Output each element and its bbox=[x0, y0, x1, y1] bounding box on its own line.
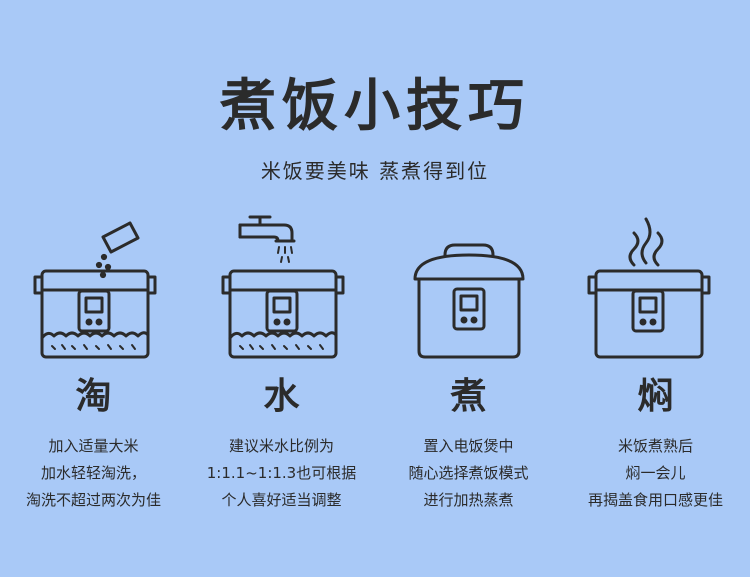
desc-line: 随心选择煮饭模式 bbox=[408, 464, 529, 482]
step-water: 水 建议米水比例为 1:1.1~1:1.3也可根据 个人喜好适当调整 bbox=[188, 205, 375, 525]
desc-line: 米饭煮熟后 bbox=[617, 437, 693, 455]
rice-cooker-icon bbox=[413, 243, 525, 359]
page-title: 煮饭小技巧 bbox=[220, 74, 530, 139]
desc-line: 再揭盖食用口感更佳 bbox=[587, 491, 723, 509]
page-subtitle: 米饭要美味 蒸煮得到位 bbox=[260, 159, 490, 183]
desc-line: 淘洗不超过两次为佳 bbox=[25, 491, 161, 509]
step-description: 米饭煮熟后 焖一会儿 再揭盖食用口感更佳 bbox=[562, 433, 749, 514]
rice-washing-icon bbox=[33, 221, 157, 359]
desc-line: 1:1.1~1:1.3也可根据 bbox=[206, 464, 357, 482]
step-cook: 煮 置入电饭煲中 随心选择煮饭模式 进行加热蒸煮 bbox=[375, 205, 562, 525]
steaming-pot-icon bbox=[587, 217, 711, 359]
step-title: 焖 bbox=[637, 376, 674, 417]
desc-line: 加水轻轻淘洗， bbox=[40, 464, 146, 482]
desc-line: 置入电饭煲中 bbox=[423, 437, 514, 455]
step-description: 置入电饭煲中 随心选择煮饭模式 进行加热蒸煮 bbox=[375, 433, 562, 514]
water-tap-icon bbox=[221, 215, 345, 359]
desc-line: 加入适量大米 bbox=[48, 437, 139, 455]
step-description: 加入适量大米 加水轻轻淘洗， 淘洗不超过两次为佳 bbox=[0, 433, 187, 514]
step-wash: 淘 加入适量大米 加水轻轻淘洗， 淘洗不超过两次为佳 bbox=[0, 205, 187, 525]
step-description: 建议米水比例为 1:1.1~1:1.3也可根据 个人喜好适当调整 bbox=[188, 433, 375, 514]
desc-line: 焖一会儿 bbox=[625, 464, 686, 482]
step-title: 淘 bbox=[75, 376, 112, 417]
desc-line: 建议米水比例为 bbox=[228, 437, 334, 455]
desc-line: 个人喜好适当调整 bbox=[221, 491, 342, 509]
desc-line: 进行加热蒸煮 bbox=[423, 491, 514, 509]
step-title: 煮 bbox=[450, 376, 487, 417]
step-title: 水 bbox=[263, 376, 300, 417]
step-simmer: 焖 米饭煮熟后 焖一会儿 再揭盖食用口感更佳 bbox=[562, 205, 749, 525]
